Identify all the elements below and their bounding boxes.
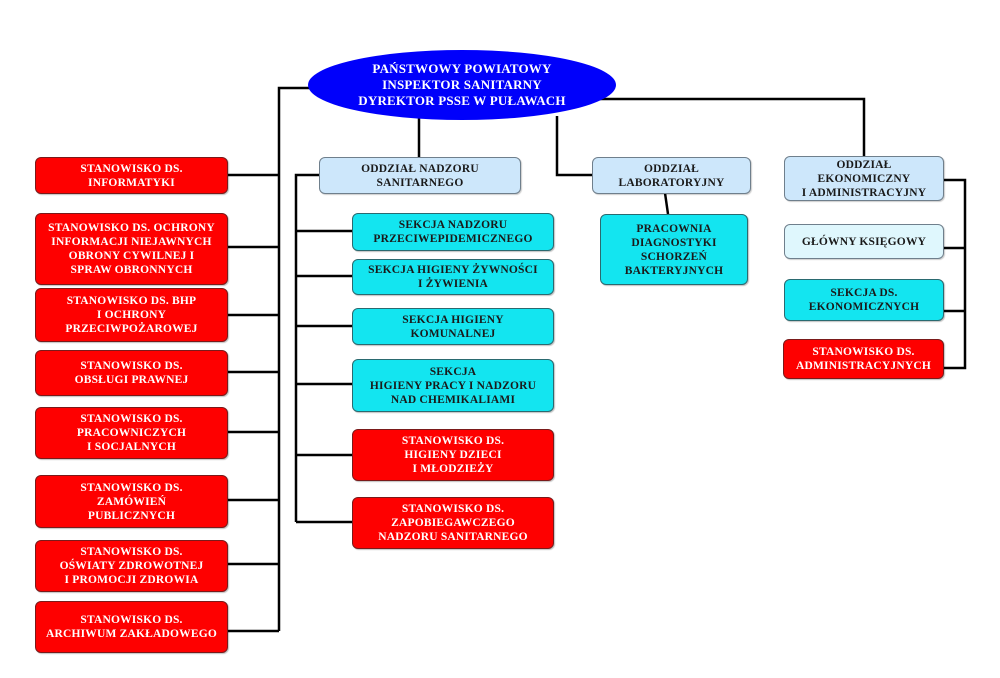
stanowisko-higieny-dzieci: STANOWISKO DS. HIGIENY DZIECI I MŁODZIEŻ… — [352, 429, 554, 481]
left-position-pracowniczych: STANOWISKO DS. PRACOWNICZYCH I SOCJALNYC… — [35, 407, 228, 459]
left-position-oswiaty: STANOWISKO DS. OŚWIATY ZDROWOTNEJ I PROM… — [35, 540, 228, 592]
sekcja-przeciwepidemiczna: SEKCJA NADZORU PRZECIWEPIDEMICZNEGO — [352, 213, 554, 251]
left-position-ochrony-informacji: STANOWISKO DS. OCHRONY INFORMACJI NIEJAW… — [35, 213, 228, 285]
oddzial-ekonomiczny-node: ODDZIAŁ EKONOMICZNY I ADMINISTRACYJNY — [784, 156, 944, 201]
left-position-informatyki: STANOWISKO DS. INFORMATYKI — [35, 157, 228, 194]
sekcja-higieny-zywnosci: SEKCJA HIGIENY ŻYWNOŚCI I ŻYWIENIA — [352, 259, 554, 295]
left-position-zamowien: STANOWISKO DS. ZAMÓWIEŃ PUBLICZNYCH — [35, 475, 228, 528]
connector-root-left — [277, 86, 318, 631]
root-director-node: PAŃSTWOWY POWIATOWY INSPEKTOR SANITARNY … — [308, 50, 616, 120]
sekcja-higieny-komunalnej: SEKCJA HIGIENY KOMUNALNEJ — [352, 308, 554, 345]
oddzial-laboratoryjny-node: ODDZIAŁ LABORATORYJNY — [592, 157, 751, 194]
stanowisko-zapobiegawczego-nadzoru: STANOWISKO DS. ZAPOBIEGAWCZEGO NADZORU S… — [352, 497, 554, 549]
stanowisko-administracyjnych: STANOWISKO DS. ADMINISTRACYJNYCH — [783, 339, 944, 379]
connector-lab-pracownia — [663, 192, 670, 215]
sekcja-ekonomicznych: SEKCJA DS. EKONOMICZNYCH — [784, 279, 944, 321]
connector-root-ekonomiczny — [600, 97, 866, 156]
connector-root-lab — [555, 116, 592, 177]
sekcja-higieny-pracy: SEKCJA HIGIENY PRACY I NADZORU NAD CHEMI… — [352, 359, 554, 412]
connector-nadzoru-trunk — [294, 173, 319, 522]
oddzial-nadzoru-node: ODDZIAŁ NADZORU SANITARNEGO — [319, 157, 521, 194]
left-position-bhp: STANOWISKO DS. BHP I OCHRONY PRZECIWPOŻA… — [35, 288, 228, 342]
left-position-obslugi-prawnej: STANOWISKO DS. OBSŁUGI PRAWNEJ — [35, 350, 228, 396]
pracownia-diagnostyki: PRACOWNIA DIAGNOSTYKI SCHORZEŃ BAKTERYJN… — [600, 214, 748, 285]
glowny-ksiegowy-node: GŁÓWNY KSIĘGOWY — [784, 224, 944, 259]
connector-ekon-trunk — [943, 178, 967, 370]
left-position-archiwum: STANOWISKO DS. ARCHIWUM ZAKŁADOWEGO — [35, 601, 228, 653]
